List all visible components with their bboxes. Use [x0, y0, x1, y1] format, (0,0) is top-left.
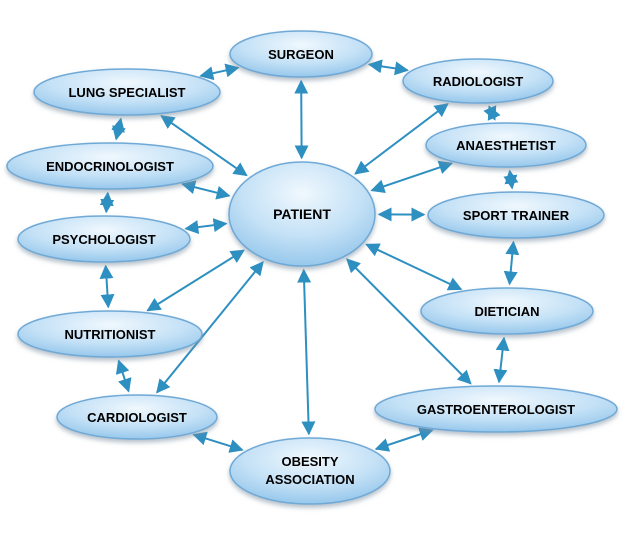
node-lung-specialist[interactable]: LUNG SPECIALIST — [33, 68, 221, 116]
arrow-gastroenterologist-obesity-association — [374, 427, 434, 452]
node-nutritionist[interactable]: NUTRITIONIST — [17, 310, 203, 358]
node-surgeon[interactable]: SURGEON — [229, 30, 373, 78]
arrow-cardiologist-patient — [156, 261, 264, 394]
arrow-endocrinologist-lung-specialist — [111, 117, 126, 141]
node-dietician-label: DIETICIAN — [475, 304, 540, 319]
arrow-surgeon-radiologist — [367, 59, 409, 76]
arrow-dietician-gastroenterologist — [493, 336, 510, 384]
node-nutritionist-shape — [17, 310, 203, 358]
node-cardiologist[interactable]: CARDIOLOGIST — [56, 394, 218, 440]
node-endocrinologist-label: ENDOCRINOLOGIST — [46, 159, 174, 174]
node-patient-label: PATIENT — [273, 206, 331, 222]
node-sport-trainer[interactable]: SPORT TRAINER — [427, 191, 605, 239]
node-obesity-association-label-line2: ASSOCIATION — [265, 472, 354, 487]
node-surgeon-label: SURGEON — [268, 47, 334, 62]
node-gastroenterologist-shape — [374, 385, 618, 433]
arrow-psychologist-patient — [184, 218, 228, 235]
node-anaesthetist[interactable]: ANAESTHETIST — [425, 122, 587, 168]
node-surgeon-shape — [229, 30, 373, 78]
node-anaesthetist-label: ANAESTHETIST — [456, 138, 556, 153]
node-radiologist-shape — [402, 58, 554, 104]
arrow-sport-trainer-dietician — [503, 240, 520, 286]
arrow-radiologist-anaesthetist — [483, 105, 501, 121]
node-sport-trainer-shape — [427, 191, 605, 239]
node-obesity-association-shape — [229, 437, 391, 505]
node-obesity-association[interactable]: OBESITY ASSOCIATION — [229, 437, 391, 505]
node-psychologist-shape — [17, 215, 191, 263]
node-patient-shape — [228, 161, 376, 267]
arrow-psychologist-endocrinologist — [99, 191, 115, 214]
arrow-nutritionist-psychologist — [99, 264, 115, 309]
arrow-cardiologist-nutritionist — [115, 359, 132, 393]
node-anaesthetist-shape — [425, 122, 587, 168]
arrow-lung-specialist-patient — [160, 115, 248, 177]
node-sport-trainer-label: SPORT TRAINER — [463, 208, 570, 223]
arrow-obesity-association-cardiologist — [192, 431, 244, 453]
arrow-anaesthetist-sport-trainer — [503, 169, 519, 190]
node-lung-specialist-shape — [33, 68, 221, 116]
node-nutritionist-label: NUTRITIONIST — [65, 327, 156, 342]
arrow-dietician-patient — [365, 243, 463, 291]
node-lung-specialist-label: LUNG SPECIALIST — [68, 85, 185, 100]
node-radiologist-label: RADIOLOGIST — [433, 74, 523, 89]
node-gastroenterologist[interactable]: GASTROENTEROLOGIST — [374, 385, 618, 433]
arrow-surgeon-lung-specialist — [199, 63, 240, 81]
node-dietician-shape — [420, 287, 594, 335]
arrow-nutritionist-patient — [146, 249, 245, 312]
node-radiologist[interactable]: RADIOLOGIST — [402, 58, 554, 104]
nodes: PATIENT SURGEON LUNG SPECIALIST RADIOLOG… — [6, 30, 618, 505]
node-endocrinologist[interactable]: ENDOCRINOLOGIST — [6, 142, 214, 190]
connections — [99, 59, 520, 453]
arrow-anaesthetist-patient — [370, 160, 454, 194]
arrow-obesity-association-patient — [297, 268, 316, 436]
node-endocrinologist-shape — [6, 142, 214, 190]
node-obesity-association-label-line1: OBESITY — [281, 454, 338, 469]
node-dietician[interactable]: DIETICIAN — [420, 287, 594, 335]
node-cardiologist-shape — [56, 394, 218, 440]
node-gastroenterologist-label: GASTROENTEROLOGIST — [417, 402, 575, 417]
node-psychologist-label: PSYCHOLOGIST — [52, 232, 155, 247]
node-psychologist[interactable]: PSYCHOLOGIST — [17, 215, 191, 263]
arrow-gastroenterologist-patient — [346, 258, 472, 385]
node-cardiologist-label: CARDIOLOGIST — [87, 410, 187, 425]
node-patient[interactable]: PATIENT — [228, 161, 376, 267]
arrow-endocrinologist-patient — [181, 180, 231, 200]
